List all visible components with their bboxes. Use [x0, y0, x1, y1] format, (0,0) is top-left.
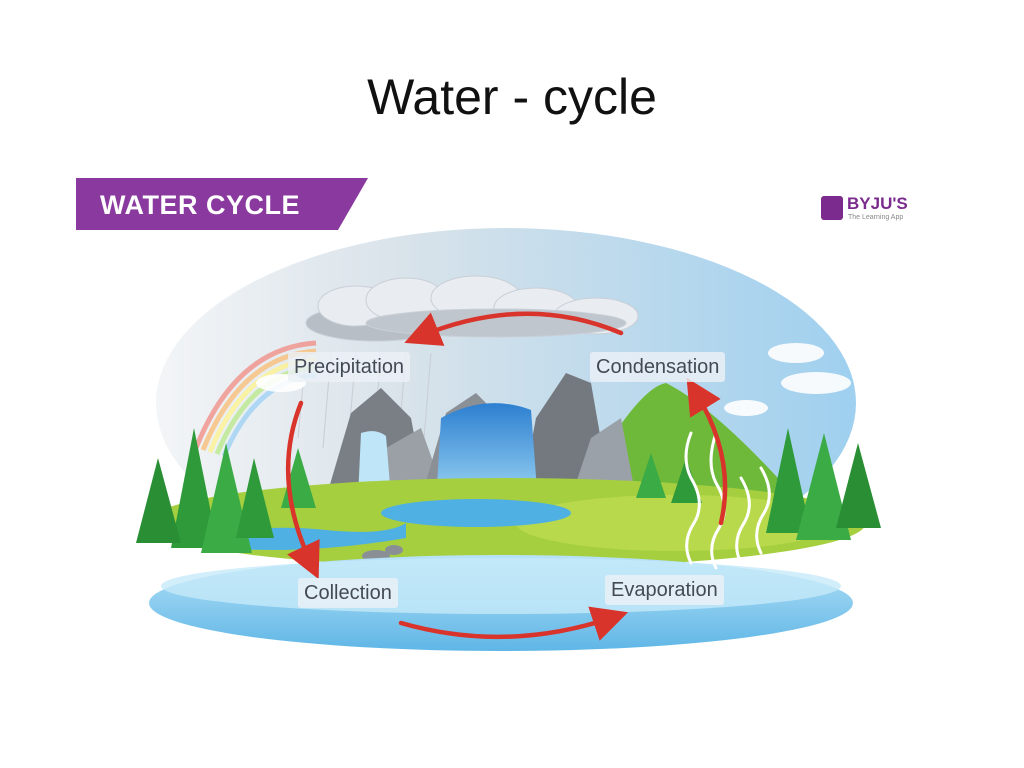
diagram-banner — [76, 178, 368, 230]
slide-title: Water - cycle — [367, 69, 657, 125]
byjus-logo: BYJU'S The Learning App — [821, 190, 931, 228]
label-collection: Collection — [298, 578, 398, 608]
arrow-precipitation-to-collection — [285, 400, 320, 580]
label-evaporation: Evaporation — [605, 575, 724, 605]
arrow-condensation-to-precipitation — [404, 311, 624, 346]
green-hill — [576, 383, 796, 498]
byjus-logo-icon — [821, 196, 843, 220]
cycle-arrows — [285, 311, 728, 641]
arrow-collection-to-evaporation — [398, 606, 629, 641]
arrow-evaporation-to-condensation — [686, 377, 728, 526]
label-precipitation: Precipitation — [288, 352, 411, 382]
byjus-logo-tagline: The Learning App — [848, 214, 904, 221]
trees-right — [636, 428, 881, 540]
water-cycle-diagram: WATER CYCLE BYJU'S The Learning App Prec… — [76, 178, 936, 678]
byjus-logo-name: BYJU'S — [847, 194, 908, 213]
trees-left — [136, 428, 316, 553]
diagram-banner-text: WATER CYCLE — [100, 190, 300, 220]
label-condensation: Condensation — [590, 352, 726, 382]
water-cycle-illustration — [136, 228, 881, 651]
